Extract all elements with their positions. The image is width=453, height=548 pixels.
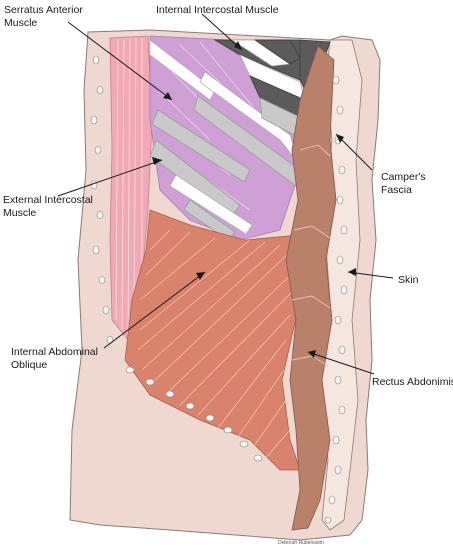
artist-credit: Deborah Rubenstein [278, 540, 324, 546]
label-external-intercostal-2: Muscle [3, 207, 36, 219]
labels: Serratus Anterior Muscle Internal Interc… [3, 4, 453, 546]
fat-lobules-bottom [125, 366, 263, 462]
label-external-intercostal-1: External Intercostal [3, 194, 93, 206]
serratus-anterior-muscle [109, 35, 153, 341]
label-internal-intercostal: Internal Intercostal Muscle [156, 4, 279, 16]
label-skin: Skin [398, 274, 419, 286]
label-campers-fascia-1: Camper's [381, 171, 426, 183]
label-rectus-abdominis: Rectus Abdonimis [372, 376, 453, 388]
leader-lines [57, 13, 394, 375]
label-campers-fascia-2: Fascia [381, 184, 412, 196]
label-serratus-anterior-2: Muscle [4, 17, 37, 29]
label-serratus-anterior-1: Serratus Anterior [4, 4, 83, 16]
label-internal-oblique-2: Oblique [11, 359, 47, 371]
rectus-abdominis [285, 45, 337, 531]
label-internal-oblique-1: Internal Abdominal [11, 346, 98, 358]
fat-lobules-right [324, 75, 348, 524]
ribs [149, 39, 331, 241]
